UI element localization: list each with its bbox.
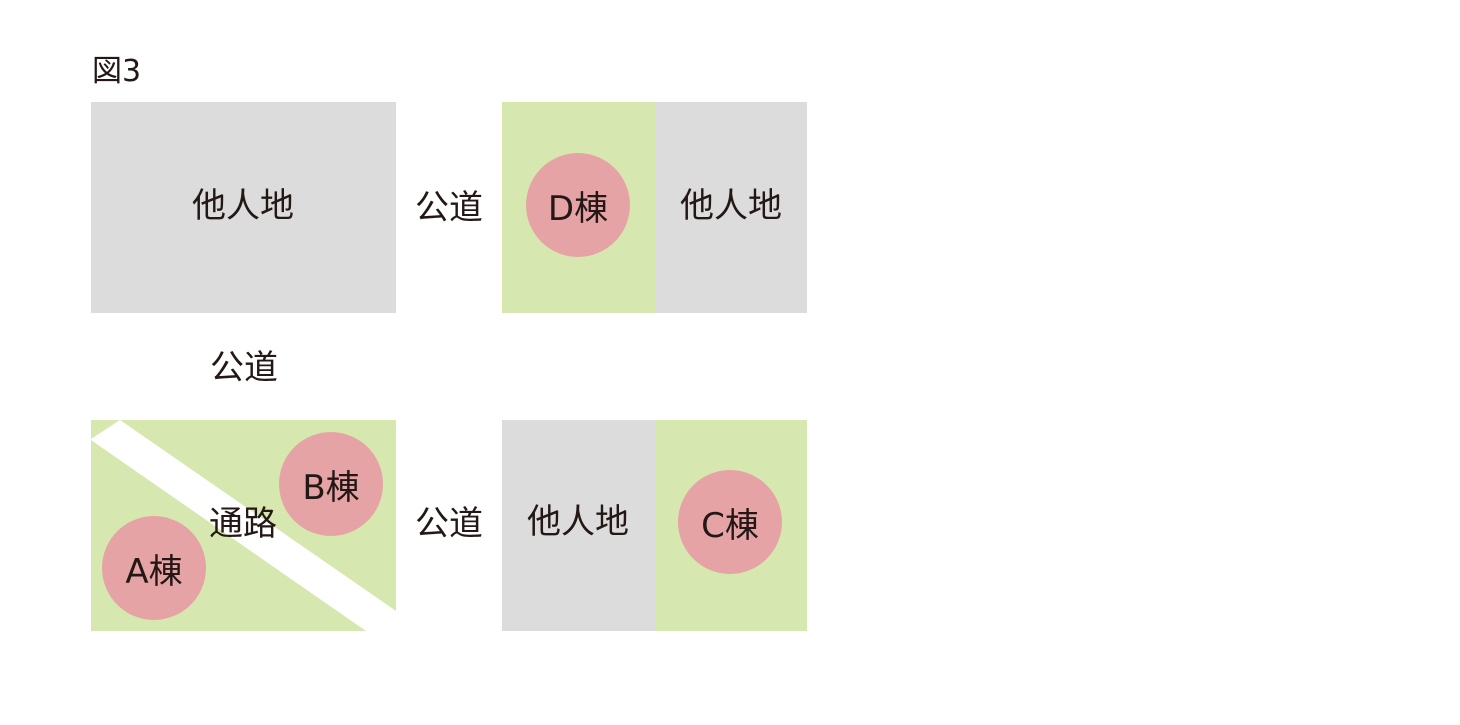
passage-label: 通路 [209, 504, 277, 544]
building-c-label: C棟 [701, 505, 759, 546]
building-a-label: A棟 [125, 551, 183, 592]
bottom-right-other-land [502, 420, 655, 631]
top-right-other-land [655, 102, 807, 313]
top-left-other-land-label: 他人地 [192, 186, 294, 226]
building-d: D棟 [526, 153, 630, 257]
public-road-label-bottom: 公道 [415, 504, 483, 544]
public-road-label-top: 公道 [415, 188, 483, 228]
building-a: A棟 [102, 516, 206, 620]
building-b: B棟 [279, 432, 383, 536]
bottom-right-other-land-label: 他人地 [527, 502, 629, 542]
building-b-label: B棟 [302, 467, 360, 508]
building-d-label: D棟 [547, 188, 609, 229]
figure-label: 図3 [92, 54, 142, 89]
building-c: C棟 [678, 470, 782, 574]
passage-strip [91, 420, 396, 631]
top-left-other-land [91, 102, 396, 313]
public-road-label-middle: 公道 [210, 348, 278, 388]
top-right-other-land-label: 他人地 [680, 186, 782, 226]
